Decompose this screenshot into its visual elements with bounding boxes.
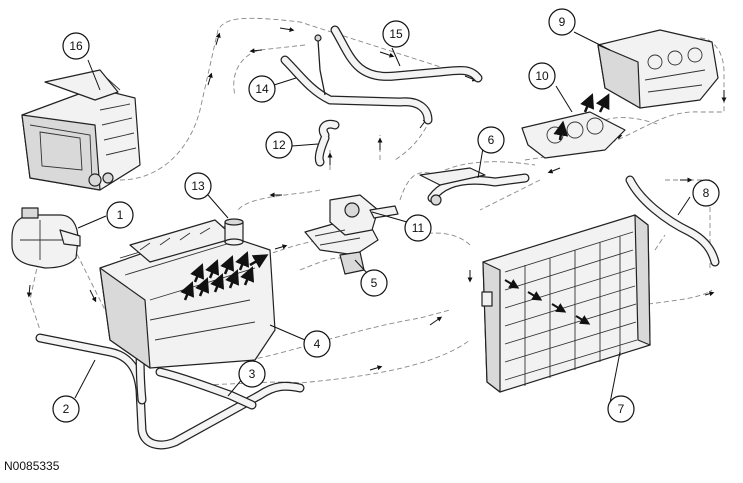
- cylinder-head-gasket: [521, 93, 626, 159]
- callout-3: 3: [238, 360, 266, 388]
- callout-12-label: 12: [272, 138, 286, 152]
- radiator-flow-arrows: [504, 279, 591, 325]
- callout-16-label: 16: [69, 39, 83, 53]
- hose-elbow: [314, 119, 340, 167]
- leader-lines: [74, 31, 691, 404]
- callout-14-label: 14: [255, 82, 269, 96]
- callout-7: 7: [607, 395, 635, 423]
- callout-14: 14: [248, 75, 276, 103]
- heater-supply-hose: [280, 34, 433, 125]
- water-pump-and-housing: [304, 194, 399, 275]
- callout-4-label: 4: [314, 337, 321, 351]
- callout-5-label: 5: [371, 276, 378, 290]
- upper-radiator-hose: [625, 175, 720, 267]
- callout-2-label: 2: [63, 402, 70, 416]
- callout-13-label: 13: [191, 179, 205, 193]
- callout-2: 2: [52, 395, 80, 423]
- callout-6-label: 6: [488, 133, 495, 147]
- callout-16: 16: [62, 32, 90, 60]
- callout-12: 12: [265, 131, 293, 159]
- cylinder-head: [597, 29, 719, 109]
- callout-5: 5: [360, 269, 388, 297]
- callout-10-label: 10: [535, 69, 549, 83]
- degas-bottle: [11, 207, 81, 269]
- callout-3-label: 3: [249, 367, 256, 381]
- callout-6: 6: [477, 126, 505, 154]
- figure-id: N0085335: [4, 459, 60, 473]
- bypass-hose: [155, 367, 257, 410]
- callout-4: 4: [303, 330, 331, 358]
- callout-8: 8: [692, 179, 720, 207]
- callout-15-label: 15: [389, 27, 403, 41]
- callout-15: 15: [382, 20, 410, 48]
- radiator: [481, 214, 651, 393]
- thermostat: [224, 218, 244, 246]
- callout-9: 9: [548, 8, 576, 36]
- coolant-outlet-tube: [419, 167, 530, 206]
- callouts: 1 2 3 4 5 6 7 8: [52, 8, 720, 423]
- heater-return-hose: [330, 25, 483, 83]
- callout-7-label: 7: [618, 402, 625, 416]
- callout-1-label: 1: [117, 208, 124, 222]
- engine-flow-arrows: [180, 251, 269, 301]
- callout-13: 13: [184, 172, 212, 200]
- callout-11: 11: [404, 214, 432, 242]
- callout-8-label: 8: [703, 186, 710, 200]
- callout-1: 1: [106, 201, 134, 229]
- heater-core-housing: [21, 69, 141, 191]
- callout-10: 10: [528, 62, 556, 90]
- callout-11-label: 11: [412, 221, 425, 235]
- callout-9-label: 9: [559, 15, 566, 29]
